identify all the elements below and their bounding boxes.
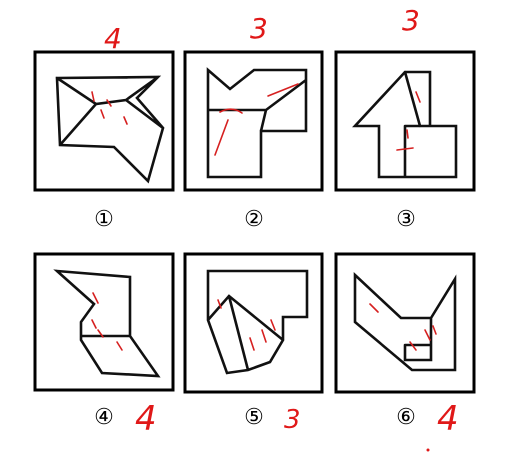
panel-3-figure	[352, 70, 458, 179]
panel-4-figure	[53, 269, 161, 378]
panel-5-figure	[206, 269, 309, 375]
panel-3-annotation: 3	[402, 4, 420, 37]
panel-3: 3 ③	[334, 4, 476, 232]
panel-4-label: ④	[94, 405, 114, 430]
panel-4-annotation: 4	[135, 399, 157, 439]
panel-2: 3 ②	[183, 12, 324, 232]
panel-4-red-ticks	[91, 292, 123, 351]
panel-6-label: ⑥	[396, 405, 416, 430]
panel-5-label: ⑤	[244, 405, 264, 430]
panel-2-frame	[183, 50, 324, 192]
panel-4: ④ 4	[33, 252, 175, 439]
panel-1-label: ①	[94, 207, 114, 232]
panel-1-annotation: 4	[104, 22, 122, 55]
panel-6-red-ticks	[369, 303, 437, 351]
panel-5-annotation: 3	[284, 405, 301, 435]
panel-4-frame	[33, 252, 175, 392]
panel-6-frame	[334, 252, 476, 394]
panel-3-red-ticks	[396, 91, 421, 151]
panel-6: ⑥ 4	[334, 252, 476, 452]
panel-5: ⑤ 3	[183, 252, 324, 435]
panel-6-annotation: 4	[437, 399, 459, 439]
panel-2-label: ②	[244, 207, 264, 232]
panel-1-frame	[33, 50, 175, 192]
panel-3-label: ③	[396, 207, 416, 232]
panel-1-red-ticks	[91, 91, 128, 125]
panel-3-frame	[334, 50, 476, 192]
panel-1-figure	[55, 75, 165, 184]
panel-2-annotation: 3	[250, 12, 268, 45]
panel-6-figure	[353, 272, 457, 372]
panel-1: 4 ①	[33, 22, 175, 232]
panel-5-frame	[183, 252, 324, 394]
panel-6-dot	[426, 448, 430, 452]
panel-2-red-ticks	[214, 83, 299, 156]
panel-5-red-ticks	[217, 299, 276, 351]
